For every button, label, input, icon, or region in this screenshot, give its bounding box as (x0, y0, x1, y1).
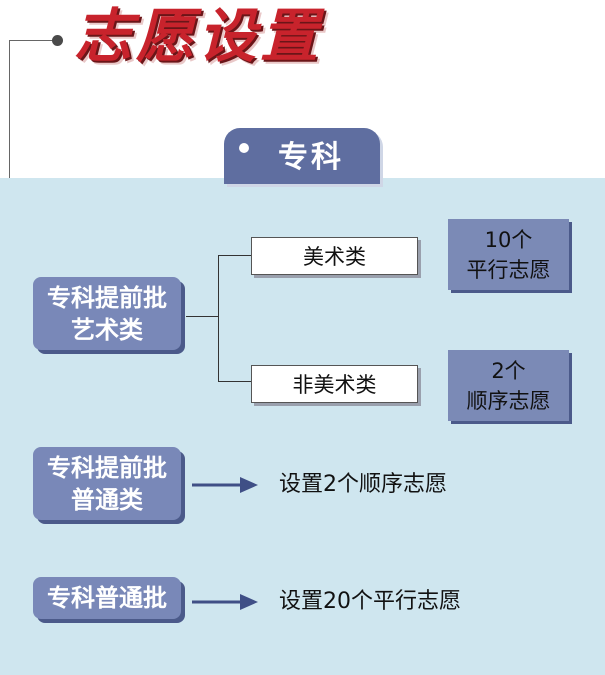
header-connector-vertical (9, 40, 10, 190)
category-box-art: 专科提前批 艺术类 (33, 277, 181, 350)
category-line: 专科提前批 (47, 283, 167, 312)
option-box-non-fine-art: 非美术类 (251, 365, 418, 403)
tree-connector (186, 316, 218, 317)
category-line: 专科提前批 (47, 453, 167, 482)
count-box-sequential: 2个 顺序志愿 (448, 350, 569, 421)
tab-bullet-icon (239, 143, 249, 153)
count-box-parallel: 10个 平行志愿 (448, 219, 569, 290)
category-line: 专科普通批 (47, 584, 167, 612)
count-line: 平行志愿 (466, 257, 551, 282)
page-title: 志愿设置 (74, 2, 323, 70)
category-box-regular: 专科普通批 (33, 577, 181, 619)
count-line: 顺序志愿 (466, 388, 551, 413)
note-parallel: 设置20个平行志愿 (279, 589, 461, 614)
category-line: 普通类 (71, 485, 143, 514)
tree-connector (218, 255, 219, 381)
section-tab (224, 128, 380, 184)
category-line: 艺术类 (71, 315, 143, 344)
count-line: 2个 (491, 358, 526, 383)
tree-connector (218, 255, 251, 256)
option-box-fine-art: 美术类 (251, 237, 418, 275)
header-bullet-icon (52, 35, 63, 46)
option-label: 美术类 (303, 245, 366, 269)
arrow-right-icon (192, 477, 258, 493)
header-connector-horizontal (9, 40, 57, 41)
arrow-right-icon (192, 594, 258, 610)
tree-connector (218, 381, 251, 382)
section-tab-label: 专科 (278, 140, 344, 175)
option-label: 非美术类 (292, 373, 377, 397)
note-sequential: 设置2个顺序志愿 (279, 472, 447, 497)
category-box-general: 专科提前批 普通类 (33, 447, 181, 520)
count-line: 10个 (484, 227, 533, 252)
